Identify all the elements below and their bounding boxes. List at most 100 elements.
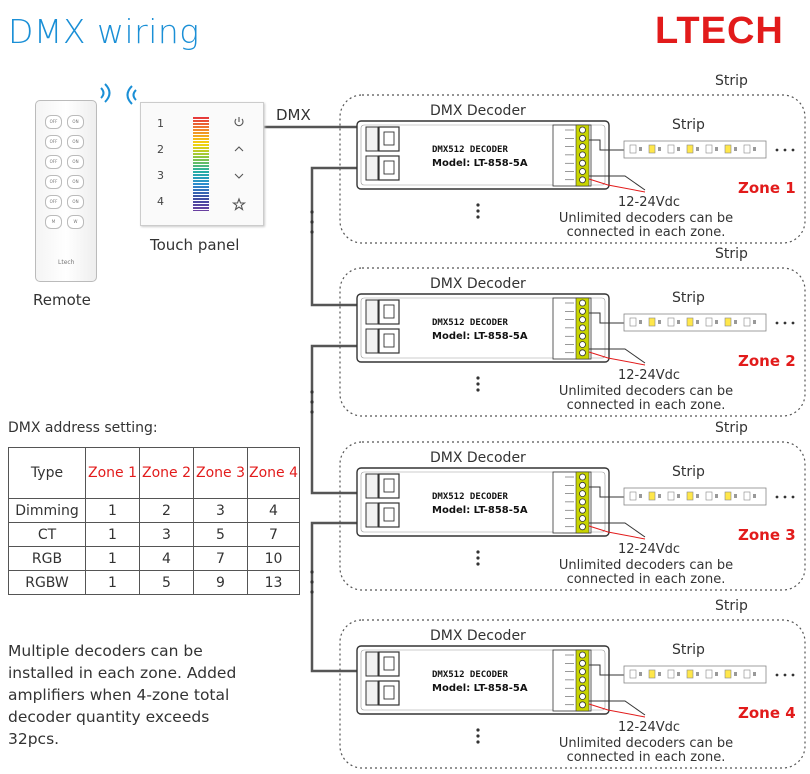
decoder-model-line1: DMX512 DECODER [432,670,508,680]
decoder-model-line1: DMX512 DECODER [432,145,508,155]
wire-zone3-to-zone4 [310,521,368,673]
output-wire [589,486,624,498]
table-header-zone-3: Zone 3 [193,447,248,499]
address-table: Type Zone 1 Zone 2 Zone 3 Zone 4 Dimming… [8,447,300,595]
table-cell-address: 1 [85,522,140,547]
table-cell-address: 1 [85,570,140,595]
decoder-zone-1 [356,120,795,219]
rj45-clip [365,502,379,528]
rj45-port [378,651,400,677]
rj45-port [378,155,400,181]
touch-panel-zone-1: 1 [157,117,164,130]
table-cell-address: 7 [193,546,248,571]
unlimited-note-line2: connected in each zone. [566,225,726,240]
zone-label: Zone 2 [738,352,796,370]
power-wire-red [588,703,646,718]
strip-label: Strip [672,464,705,480]
voltage-label: 12-24Vdc [618,542,681,557]
decoder-title: DMX Decoder [430,628,526,644]
strip-label: Strip [672,117,705,133]
unlimited-note-line1: Unlimited decoders can be [558,211,734,226]
table-cell-address: 1 [85,498,140,523]
table-cell-type: Dimming [8,498,86,523]
dmx-label: DMX [276,106,311,124]
touch-panel-label: Touch panel [150,236,240,254]
remote-key: M [45,215,62,229]
touch-panel: 1 2 3 4 [140,102,264,226]
unlimited-note-line1: Unlimited decoders can be [558,736,734,751]
strip-top-label: Strip [715,598,748,614]
rj45-port [378,502,400,528]
decoder-model-line1: DMX512 DECODER [432,492,508,502]
strip-top-label: Strip [715,420,748,436]
zone-box-2 [339,267,806,417]
power-wire-black [589,348,646,364]
table-header-zone-4: Zone 4 [247,447,300,499]
zone-box-3 [339,441,806,591]
table-cell-address: 4 [247,498,300,523]
table-header-type: Type [8,447,86,499]
power-icon [234,118,244,127]
remote-key: ON [67,175,84,189]
strip-label: Strip [672,642,705,658]
zone-box-4 [339,619,806,769]
output-wire [589,139,624,151]
remote-key: ON [67,115,84,129]
zone-label: Zone 1 [738,179,796,197]
rj45-port [378,126,400,152]
remote-key: ON [67,155,84,169]
decoder-zone-3 [356,467,795,566]
strip-top-label: Strip [715,73,748,89]
power-wire-black [589,700,646,716]
rj45-clip [365,126,379,152]
remote-key: OFF [45,175,62,189]
voltage-label: 12-24Vdc [618,720,681,735]
unlimited-note-line2: connected in each zone. [566,572,726,587]
unlimited-note-line2: connected in each zone. [566,398,726,413]
decoder-model-line2: Model: LT-858-5A [432,505,528,516]
touch-panel-zone-4: 4 [157,195,164,208]
page-title: DMX wiring [8,12,200,51]
output-wire [589,312,624,324]
remote-key: W [67,215,84,229]
note-line: decoder quantity exceeds [8,708,210,726]
touch-panel-zone-2: 2 [157,143,164,156]
color-wheel-slider [193,117,209,211]
unlimited-note-line1: Unlimited decoders can be [558,558,734,573]
table-cell-address: 7 [247,522,300,547]
note-line: amplifiers when 4-zone total [8,686,230,704]
note-line: installed in each zone. Added [8,664,237,682]
power-wire-black [589,175,646,191]
decoder-body [356,467,610,537]
table-cell-address: 5 [139,570,194,595]
decoder-model-line2: Model: LT-858-5A [432,158,528,169]
rj45-clip [365,299,379,325]
table-cell-address: 5 [193,522,248,547]
table-cell-address: 10 [247,546,300,571]
down-icon [234,173,244,179]
rj45-clip [365,155,379,181]
decoder-zone-4 [356,645,795,744]
decoder-zone-2 [356,293,795,392]
rj45-clip [365,680,379,706]
table-cell-type: RGB [8,546,86,571]
star-icon [231,197,247,211]
chain-dots [310,210,314,594]
remote-key: ON [67,135,84,149]
unlimited-note-line2: connected in each zone. [566,750,726,765]
up-icon [234,146,244,152]
table-cell-type: CT [8,522,86,547]
table-cell-address: 2 [139,498,194,523]
dmx-wires [262,125,368,673]
rj45-clip [365,328,379,354]
table-cell-address: 13 [247,570,300,595]
decoder-body [356,120,610,190]
rj45-port [378,473,400,499]
wireless-signal-icon [100,83,137,105]
remote-key: OFF [45,135,62,149]
